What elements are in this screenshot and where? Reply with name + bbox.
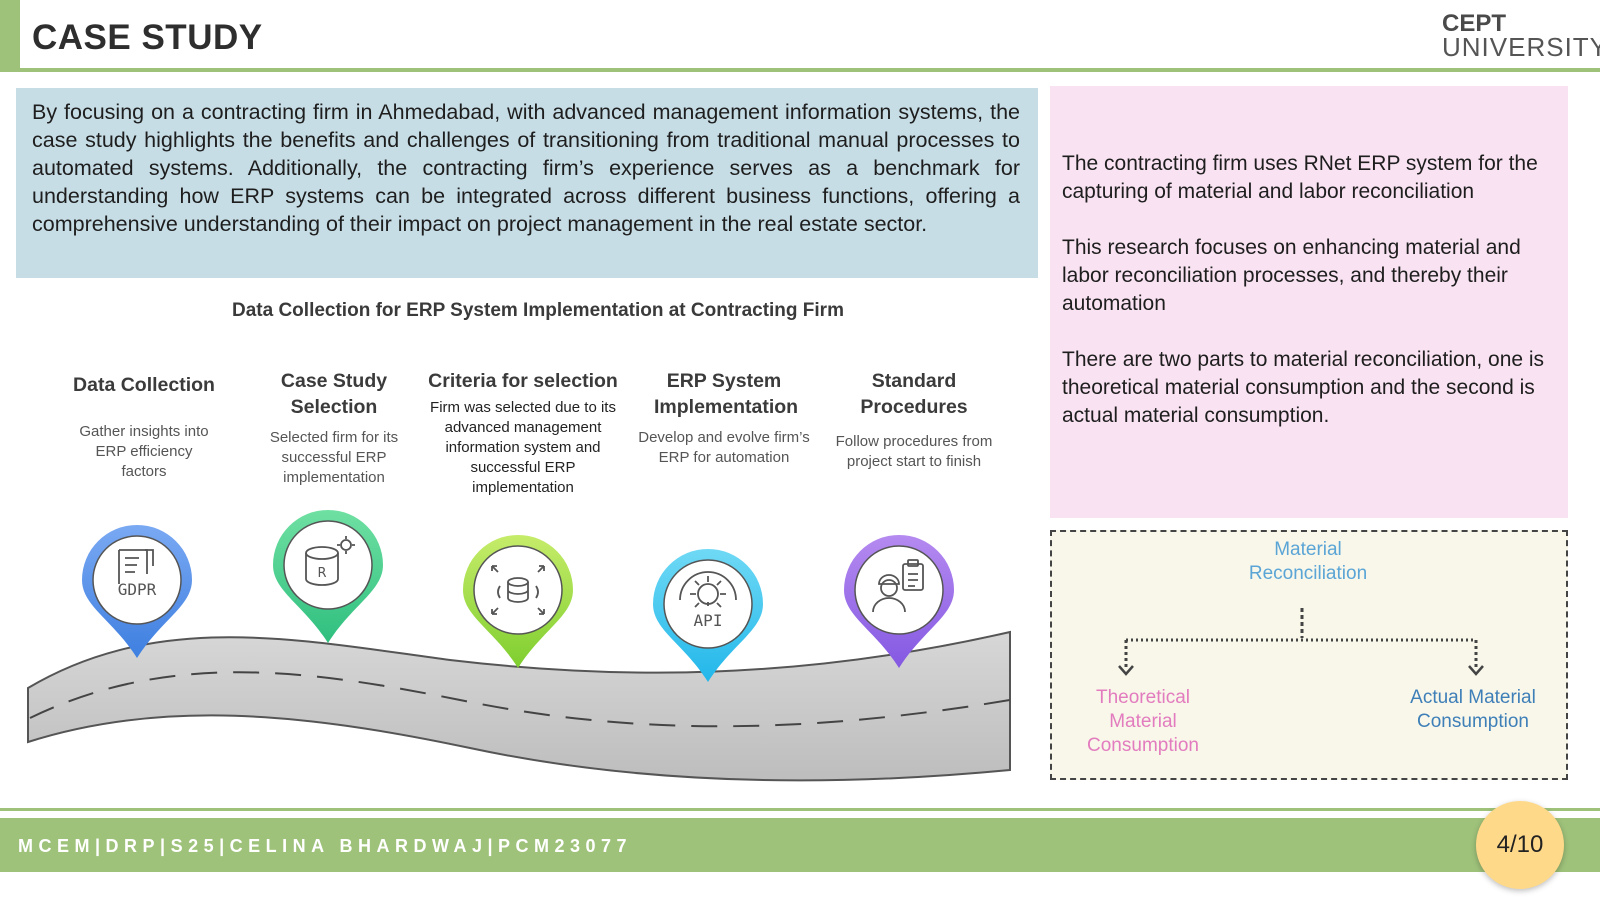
step-erp-system-implementation: ERP System Implementation Develop and ev… <box>624 368 824 468</box>
note-3: There are two parts to material reconcil… <box>1062 348 1545 427</box>
footer-bar <box>0 818 1600 872</box>
footer-divider <box>0 808 1600 811</box>
reconciliation-diagram: Material Reconciliation Theoretical Mate… <box>1050 530 1568 780</box>
cept-university-logo: CEPT UNIVERSITY <box>1442 8 1600 62</box>
pin-criteria-for-selection <box>463 534 573 668</box>
step-criteria-for-selection: Criteria for selection Firm was selected… <box>418 368 628 498</box>
step-desc: Gather insights into ERP efficiency fact… <box>79 423 209 480</box>
recon-right-label: Actual Material Consumption <box>1410 687 1536 732</box>
step-title: Data Collection <box>73 374 215 396</box>
notes-box: The contracting firm uses RNet ERP syste… <box>1050 86 1568 518</box>
step-desc: Firm was selected due to its advanced ma… <box>430 399 616 496</box>
step-desc: Develop and evolve firm’s ERP for automa… <box>638 429 810 466</box>
gdpr-label: GDPR <box>118 580 157 599</box>
page-number-badge: 4/10 <box>1476 801 1564 889</box>
page-title: CASE STUDY <box>32 18 263 57</box>
step-case-study-selection: Case Study Selection Selected firm for i… <box>252 368 416 488</box>
step-title: Criteria for selection <box>428 370 618 392</box>
recon-left-label: Theoretical Material Consumption <box>1087 687 1199 756</box>
reconciliation-connectors <box>1118 608 1484 676</box>
gdpr-document-icon <box>118 549 154 584</box>
road-surface <box>27 630 1011 782</box>
pin-case-study-selection: R <box>273 509 383 643</box>
roadmap-title: Data Collection for ERP System Implement… <box>232 300 844 321</box>
step-pins: GDPR R <box>81 509 954 682</box>
step-title: ERP System Implementation <box>654 370 799 418</box>
pin-data-collection: GDPR <box>81 524 192 658</box>
r-label: R <box>317 566 326 581</box>
note-1: The contracting firm uses RNet ERP syste… <box>1062 152 1538 203</box>
step-title: Case Study Selection <box>280 370 388 418</box>
database-r-icon <box>305 536 355 586</box>
pin-erp-system-implementation: API <box>653 548 763 682</box>
intro-box: By focusing on a contracting firm in Ahm… <box>16 88 1038 278</box>
database-expand-icon <box>491 565 545 615</box>
logo-line-2: UNIVERSITY <box>1442 32 1600 62</box>
road-center-line <box>29 671 1011 728</box>
intro-text: By focusing on a contracting firm in Ahm… <box>32 100 1020 236</box>
api-label: API <box>694 611 723 630</box>
recon-root-label: Material Reconciliation <box>1248 539 1368 584</box>
worker-clipboard-icon <box>872 559 924 613</box>
api-gear-icon <box>679 571 737 608</box>
footer-text: MCEM|DRP|S25|CELINA BHARDWAJ|PCM23077 <box>18 836 633 856</box>
road-illustration <box>27 630 1011 782</box>
step-title: Standard Procedures <box>860 370 968 418</box>
logo-line-1: CEPT <box>1442 10 1507 37</box>
step-data-collection: Data Collection Gather insights into ERP… <box>56 372 232 482</box>
pin-standard-procedures <box>844 534 954 668</box>
step-standard-procedures: Standard Procedures Follow procedures fr… <box>824 368 1004 472</box>
step-desc: Follow procedures from project start to … <box>835 433 993 470</box>
note-2: This research focuses on enhancing mater… <box>1062 236 1521 315</box>
step-desc: Selected firm for its successful ERP imp… <box>269 429 399 486</box>
header-accent-bar <box>0 0 20 71</box>
header-divider <box>0 68 1600 72</box>
